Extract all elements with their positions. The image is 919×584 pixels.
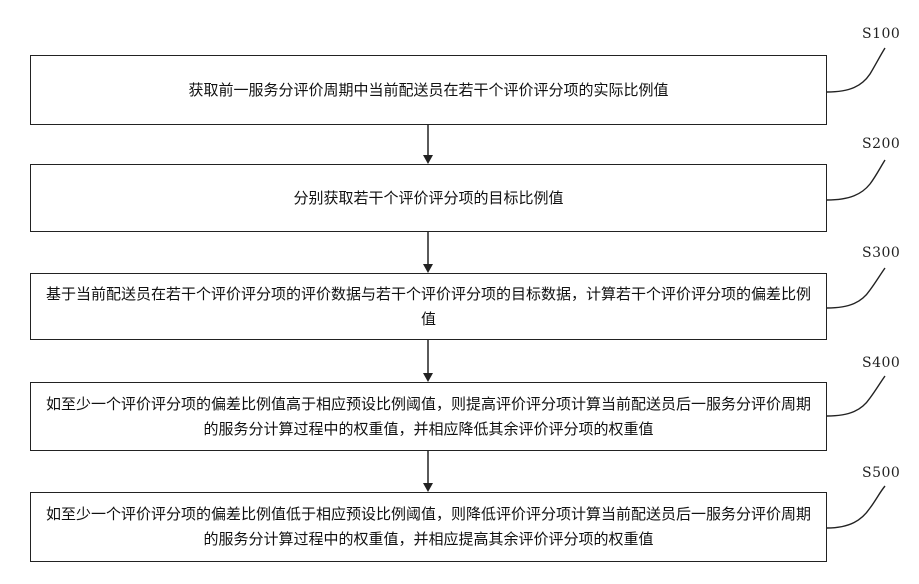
step-box-s100: 获取前一服务分评价周期中当前配送员在若干个评价评分项的实际比例值 [30,55,827,125]
step-box-s500: 如至少一个评价评分项的偏差比例值低于相应预设比例阈值，则降低评价评分项计算当前配… [30,492,827,562]
flow-arrow-2-3 [423,232,433,273]
leader-line-s300 [827,268,885,308]
flow-arrow-3-4 [423,340,433,382]
step-text-s500: 如至少一个评价评分项的偏差比例值低于相应预设比例阈值，则降低评价评分项计算当前配… [45,502,812,552]
flow-arrow-1-2 [423,125,433,164]
leader-line-s100 [827,48,885,92]
step-box-s300: 基于当前配送员在若干个评价评分项的评价数据与若干个评价评分项的目标数据，计算若干… [30,273,827,340]
leader-line-s500 [827,486,885,528]
flow-arrow-4-5 [423,451,433,492]
leader-line-s200 [827,160,885,200]
step-box-s200: 分别获取若干个评价评分项的目标比例值 [30,164,827,232]
step-text-s400: 如至少一个评价评分项的偏差比例值高于相应预设比例阈值，则提高评价评分项计算当前配… [45,392,812,442]
step-text-s200: 分别获取若干个评价评分项的目标比例值 [293,186,563,211]
step-label-s100: S100 [862,26,900,42]
step-text-s300: 基于当前配送员在若干个评价评分项的评价数据与若干个评价评分项的目标数据，计算若干… [45,282,812,332]
step-label-s500: S500 [862,465,900,481]
step-text-s100: 获取前一服务分评价周期中当前配送员在若干个评价评分项的实际比例值 [188,78,668,103]
step-label-s300: S300 [862,245,900,261]
step-label-s400: S400 [862,355,900,371]
step-label-s200: S200 [862,136,900,152]
step-box-s400: 如至少一个评价评分项的偏差比例值高于相应预设比例阈值，则提高评价评分项计算当前配… [30,382,827,451]
leader-line-s400 [827,376,885,416]
